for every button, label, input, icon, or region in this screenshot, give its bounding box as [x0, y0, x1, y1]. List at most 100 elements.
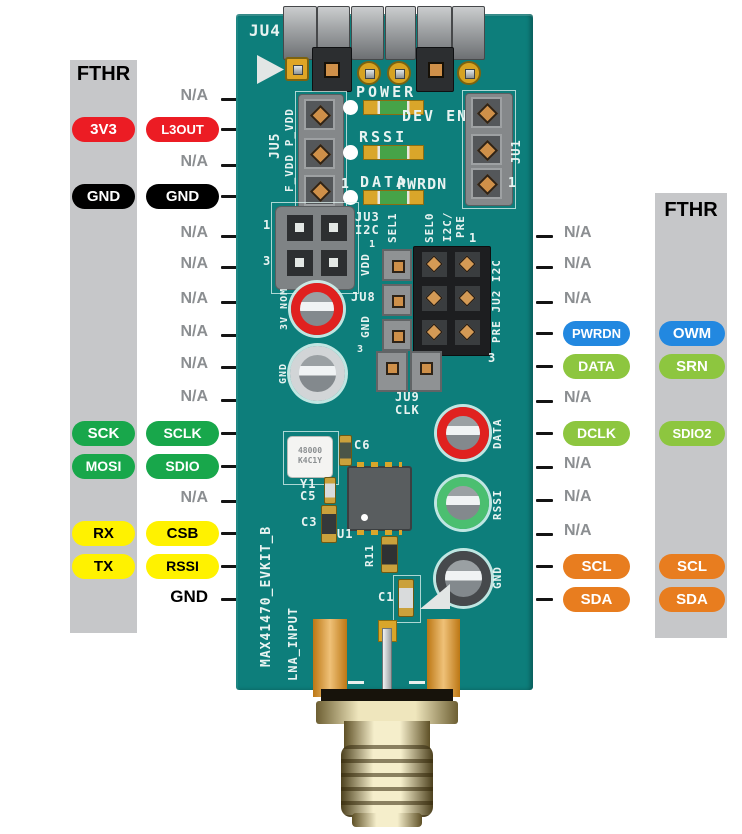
left-pin-label: N/A [180, 489, 208, 506]
pwrdn-silk-label: PWRDN [397, 175, 448, 193]
right-pin-dash [536, 235, 553, 238]
ju8-vdd-label: VDD [359, 253, 372, 277]
ju4-label: JU4 [249, 21, 281, 40]
ju4-shunt-installed [416, 47, 454, 92]
ju8-pin1-label: 1 [369, 239, 377, 250]
left-pin-label: N/A [180, 388, 208, 405]
c1-capacitor [398, 579, 414, 617]
ju1-outline [462, 90, 516, 209]
left-pin-pill: CSB [146, 521, 219, 546]
ju1-pin [471, 97, 502, 128]
ju5-pin [304, 138, 335, 169]
right-fthr-pill: SDA [659, 587, 725, 612]
ju9-shunt [410, 351, 442, 392]
ju3-label: JU3 [355, 210, 380, 224]
crystal: 48000 K4C1Y [287, 436, 333, 478]
ju3-i2c-label: I2C [355, 223, 380, 237]
right-pin-dash [536, 266, 553, 269]
c3-label: C3 [301, 515, 318, 529]
c6-capacitor [339, 435, 352, 466]
ju9-shunt [376, 351, 408, 392]
left-fthr-pill: RX [72, 521, 135, 546]
ju2-side-label: PRE JU2 I2C [490, 259, 503, 343]
ju4-shunt-cap [452, 6, 485, 60]
ju9-clk-label: CLK [395, 403, 420, 417]
u1-pin1-dot [361, 514, 368, 521]
sel1-label: SEL1 [386, 212, 399, 244]
c1-outline [393, 575, 421, 623]
left-pin-label: N/A [180, 87, 208, 104]
ju3-pin1-label: 1 [263, 218, 272, 232]
right-pin-pill: DATA [563, 354, 630, 379]
ju4-shunt-cap [351, 6, 384, 60]
ju2-pin [422, 320, 447, 345]
c1-label: C1 [378, 590, 395, 604]
ju2-pin3-label: 3 [488, 351, 497, 365]
left-pin-label: GND [170, 587, 208, 606]
sma-bottom [352, 813, 422, 827]
right-pin-dash [536, 365, 553, 368]
fvdd-pvdd-label: F_VDD P_VDD [283, 108, 296, 192]
ju3-pin [321, 215, 347, 241]
left-fthr-pill: SCK [72, 421, 135, 446]
left-pin-label: N/A [180, 355, 208, 372]
left-pin-label: N/A [180, 323, 208, 340]
power-led-label: POWER [356, 83, 417, 101]
ju4-pad [387, 61, 411, 85]
left-pin-dash [221, 465, 238, 468]
ju1-pin [471, 134, 502, 165]
sma-tick [409, 681, 425, 684]
left-fthr-pill: 3V3 [72, 117, 135, 142]
ju2-pin [455, 320, 480, 345]
c5-capacitor [324, 477, 336, 504]
right-pin-pill: SDA [563, 587, 630, 612]
left-pin-dash [221, 532, 238, 535]
ju2-pin [422, 286, 447, 311]
sma-barrel [344, 721, 430, 748]
left-pin-label: N/A [180, 255, 208, 272]
right-pin-label: N/A [564, 290, 592, 307]
left-pin-dash [221, 598, 238, 601]
data-led-label: DATA [360, 173, 409, 191]
left-pin-dash [221, 128, 238, 131]
right-pin-label: N/A [564, 488, 592, 505]
testpoint-data [437, 407, 489, 459]
left-fthr-header: FTHR [76, 63, 131, 85]
left-pin-dash [221, 334, 238, 337]
left-pin-label: N/A [180, 224, 208, 241]
right-pin-dash [536, 598, 553, 601]
ju1-pin1-label: 1 [508, 176, 517, 191]
board-name-label: MAX41470_EVKIT_B [259, 525, 274, 667]
ju8-shunt [382, 249, 412, 281]
tp-gnd-top-label: GND [278, 362, 289, 384]
u1-ic [347, 462, 412, 535]
sma-pad-right [427, 619, 460, 697]
sma-pad-left [313, 619, 347, 697]
rssi-led-label: RSSI [359, 128, 408, 146]
ju4-pad [457, 61, 481, 85]
ju2-pin [422, 252, 447, 277]
tp-gnd-bottom-label: GND [491, 566, 504, 590]
left-pin-label: N/A [180, 153, 208, 170]
sma-tick [348, 681, 364, 684]
dev-en-label: DEV EN [402, 107, 469, 125]
u1-label: U1 [337, 527, 354, 541]
r11-label: R11 [363, 544, 376, 568]
ju3-pin [321, 250, 347, 276]
right-fthr-pill: SRN [659, 354, 725, 379]
ju4-shunt-installed [312, 47, 352, 92]
ju5-pin [304, 175, 335, 206]
ju8-pin3-label: 3 [357, 344, 365, 355]
power-led [363, 100, 424, 115]
left-pin-pill: GND [146, 184, 219, 209]
power-led-dot [343, 100, 358, 115]
sma-threads [341, 745, 433, 817]
right-pin-label: N/A [564, 255, 592, 272]
left-pin-dash [221, 98, 238, 101]
ju2-pin [455, 286, 480, 311]
left-pin-dash [221, 399, 238, 402]
c3-capacitor [321, 505, 337, 543]
data-led-dot [343, 190, 358, 205]
left-fthr-pill: GND [72, 184, 135, 209]
